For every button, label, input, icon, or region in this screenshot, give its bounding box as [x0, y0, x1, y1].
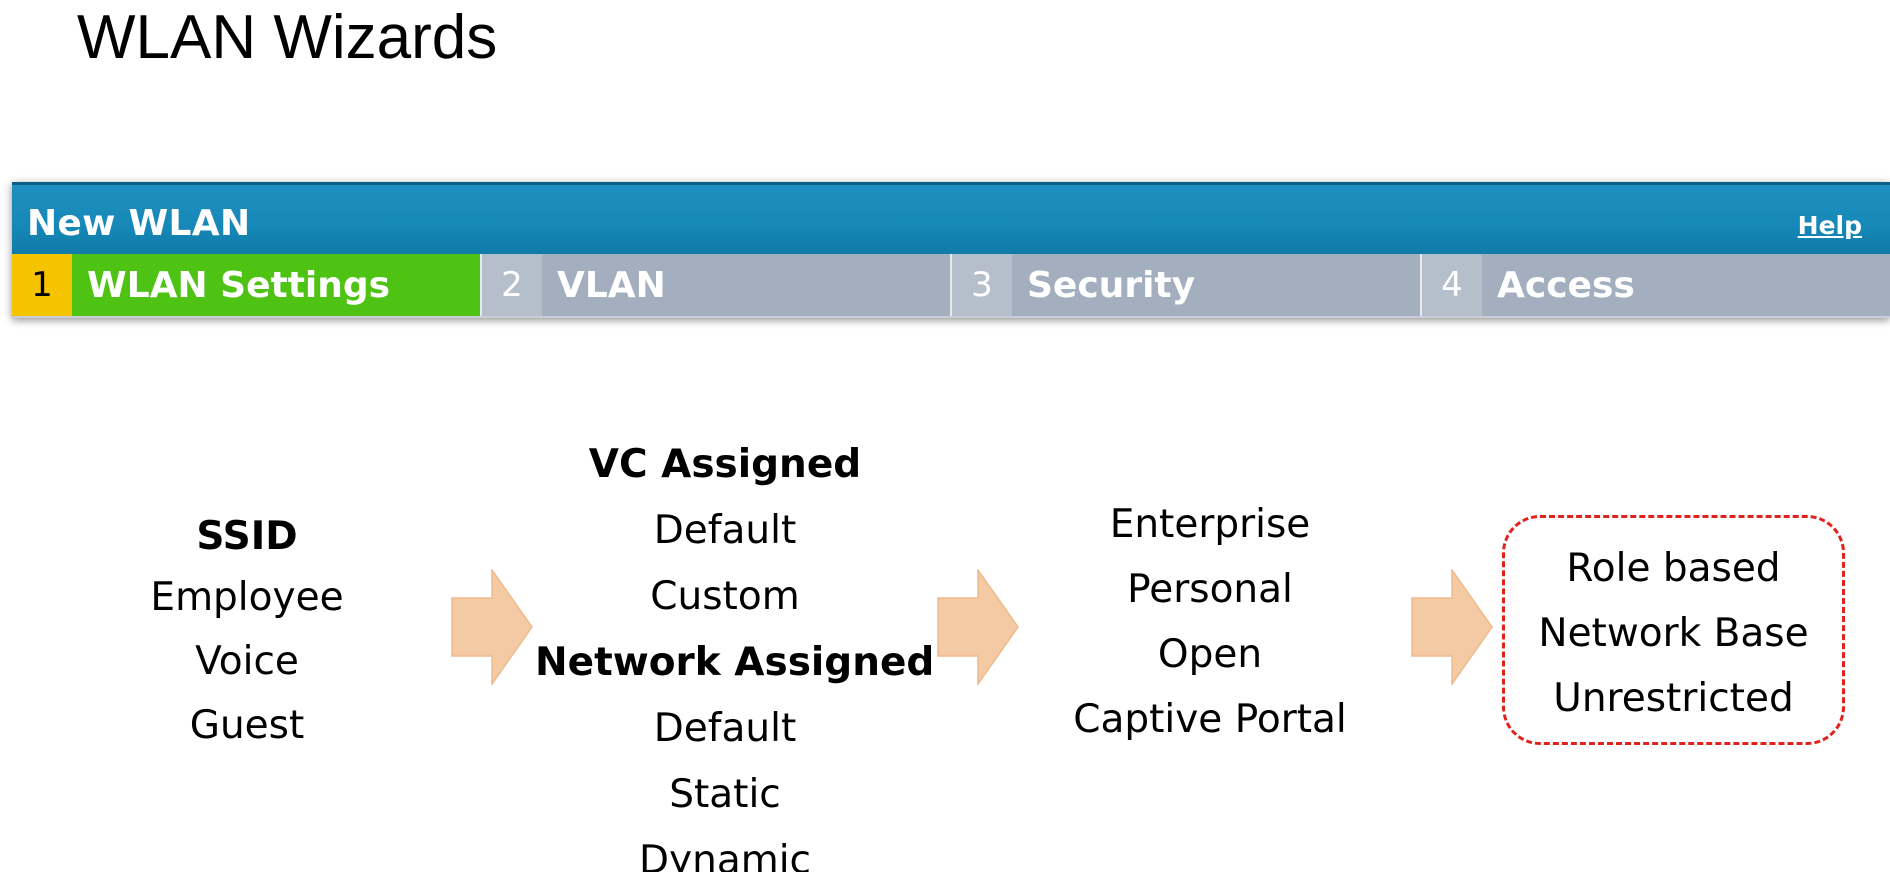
access-group: Role based Network Base Unrestricted: [1502, 515, 1845, 745]
step-number: 3: [952, 254, 1012, 316]
wizard-steps: 1 WLAN Settings 2 VLAN 3 Security 4 Acce…: [12, 254, 1890, 318]
network-item-dynamic: Dynamic: [639, 838, 811, 872]
ssid-item-guest: Guest: [189, 703, 305, 748]
step-label: Access: [1482, 254, 1890, 316]
step-label: VLAN: [542, 254, 950, 316]
step-wlan-settings[interactable]: 1 WLAN Settings: [12, 254, 482, 316]
security-group: Enterprise Personal Open Captive Portal: [1060, 492, 1360, 752]
step-number: 2: [482, 254, 542, 316]
security-item-enterprise: Enterprise: [1109, 502, 1311, 547]
wizard-header: New WLAN Help: [12, 182, 1890, 254]
vc-assigned-heading: VC Assigned: [588, 442, 862, 487]
help-link[interactable]: Help: [1797, 211, 1862, 240]
ssid-group: SSID Employee Voice Guest: [147, 508, 347, 758]
access-item-role-based: Role based: [1566, 546, 1781, 591]
step-security[interactable]: 3 Security: [952, 254, 1422, 316]
right-arrow-icon: [937, 569, 1019, 685]
step-label: Security: [1012, 254, 1420, 316]
access-item-unrestricted: Unrestricted: [1553, 676, 1794, 721]
ssid-item-voice: Voice: [195, 639, 299, 684]
wizard-title: New WLAN: [27, 203, 251, 244]
page-title: WLAN Wizards: [77, 3, 498, 72]
security-item-captive-portal: Captive Portal: [1073, 697, 1347, 742]
step-number: 4: [1422, 254, 1482, 316]
step-label: WLAN Settings: [72, 254, 480, 316]
new-wlan-wizard: New WLAN Help 1 WLAN Settings 2 VLAN 3 S…: [12, 182, 1890, 318]
network-assigned-heading: Network Assigned: [535, 640, 935, 685]
access-item-network-base: Network Base: [1538, 611, 1809, 656]
ssid-heading: SSID: [196, 514, 298, 559]
security-item-personal: Personal: [1127, 567, 1293, 612]
step-access[interactable]: 4 Access: [1422, 254, 1890, 316]
right-arrow-icon: [451, 569, 533, 685]
vlan-group: VC Assigned Default Custom Network Assig…: [535, 432, 935, 872]
right-arrow-icon: [1411, 569, 1493, 685]
network-item-static: Static: [669, 772, 781, 817]
vc-item-default: Default: [653, 508, 797, 553]
step-vlan[interactable]: 2 VLAN: [482, 254, 952, 316]
ssid-item-employee: Employee: [150, 575, 344, 620]
vc-item-custom: Custom: [650, 574, 800, 619]
network-item-default: Default: [653, 706, 797, 751]
security-item-open: Open: [1157, 632, 1263, 677]
step-number: 1: [12, 254, 72, 316]
